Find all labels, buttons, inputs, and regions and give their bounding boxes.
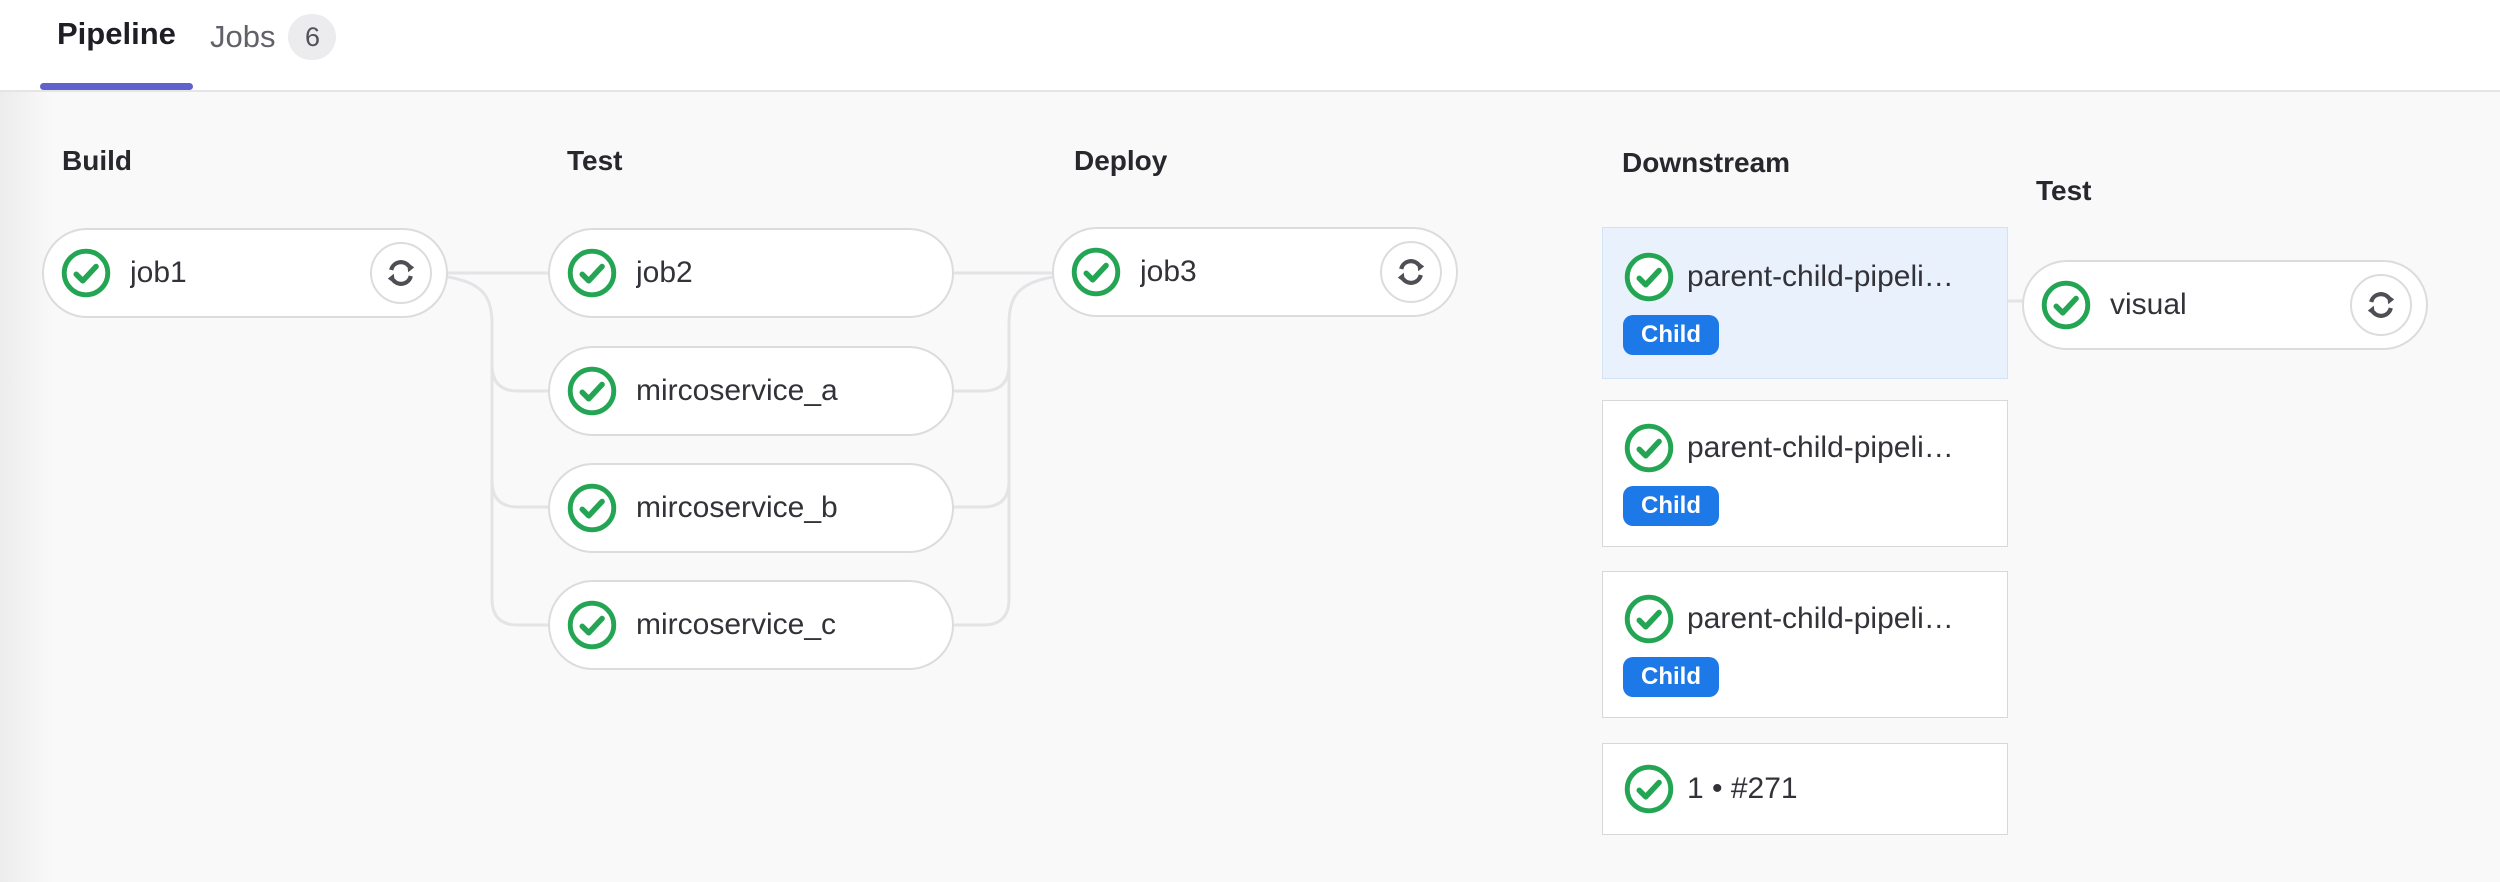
stage-title-test: Test — [567, 145, 623, 176]
status-success-icon — [1623, 422, 1675, 474]
stage-title-deploy: Deploy — [1074, 145, 1168, 176]
tab-pipeline[interactable]: Pipeline — [57, 16, 176, 51]
downstream-pipeline-card[interactable]: 1 • #271 — [1602, 743, 2008, 835]
job-pill-mircoservice-b[interactable]: mircoservice_b — [548, 463, 954, 553]
retry-job-button[interactable] — [2350, 274, 2412, 336]
job-label: job2 — [636, 256, 693, 289]
job-label: job1 — [130, 256, 187, 289]
downstream-pipeline-card[interactable]: parent-child-pipeli… Child — [1602, 400, 2008, 547]
job-pill-mircoservice-c[interactable]: mircoservice_c — [548, 580, 954, 670]
status-success-icon — [2040, 279, 2092, 331]
stage-title-downstream: Downstream — [1622, 147, 1791, 178]
job-label: mircoservice_c — [636, 608, 837, 641]
pipeline-tabbar: Pipeline Jobs 6 — [0, 0, 2500, 92]
retry-job-button[interactable] — [1380, 241, 1442, 303]
child-pipeline-badge: Child — [1623, 315, 1719, 355]
status-success-icon — [566, 247, 618, 299]
status-success-icon — [566, 599, 618, 651]
retry-icon — [1395, 256, 1427, 288]
downstream-pipeline-name: parent-child-pipeli… — [1687, 601, 1954, 635]
downstream-pipeline-name: 1 • #271 — [1687, 772, 1798, 805]
child-pipeline-badge: Child — [1623, 485, 1719, 526]
tab-jobs[interactable]: Jobs 6 — [210, 14, 337, 60]
job-label: job3 — [1140, 255, 1197, 288]
tab-jobs-label: Jobs — [210, 19, 276, 54]
job-label: visual — [2110, 288, 2187, 321]
status-success-icon — [566, 365, 618, 417]
status-success-icon — [1070, 246, 1122, 298]
status-success-icon — [1623, 763, 1675, 815]
pipeline-graph: Build Test Deploy Downstream Test job1 j… — [0, 92, 2500, 882]
downstream-pipeline-name: parent-child-pipeli… — [1687, 260, 1954, 293]
job-label: mircoservice_a — [636, 374, 838, 407]
child-pipeline-badge: Child — [1623, 656, 1719, 697]
job-pill-job1[interactable]: job1 — [42, 228, 448, 318]
status-success-icon — [60, 247, 112, 299]
job-pill-visual[interactable]: visual — [2022, 260, 2428, 350]
job-label: mircoservice_b — [636, 491, 838, 524]
retry-icon — [385, 257, 417, 289]
status-success-icon — [1623, 251, 1675, 303]
stage-title-test-downstream: Test — [2036, 175, 2092, 206]
pipeline-connectors — [446, 271, 2026, 627]
retry-job-button[interactable] — [370, 242, 432, 304]
downstream-pipeline-name: parent-child-pipeli… — [1687, 430, 1954, 464]
job-pill-job2[interactable]: job2 — [548, 228, 954, 318]
active-tab-indicator — [40, 83, 193, 90]
downstream-pipeline-card[interactable]: parent-child-pipeli… Child — [1602, 227, 2008, 379]
job-pill-mircoservice-a[interactable]: mircoservice_a — [548, 346, 954, 436]
jobs-count-badge: 6 — [288, 14, 337, 60]
downstream-pipeline-card[interactable]: parent-child-pipeli… Child — [1602, 571, 2008, 718]
status-success-icon — [566, 482, 618, 534]
status-success-icon — [1623, 593, 1675, 645]
job-pill-job3[interactable]: job3 — [1052, 227, 1458, 317]
retry-icon — [2365, 289, 2397, 321]
stage-title-build: Build — [62, 145, 132, 176]
